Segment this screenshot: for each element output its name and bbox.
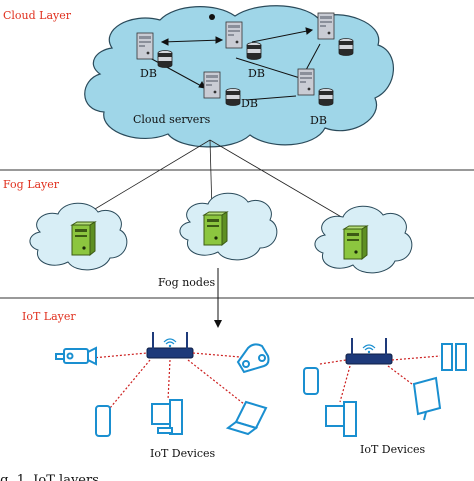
cloud-server-1: DB — [136, 32, 173, 80]
db-label: DB — [140, 67, 157, 80]
fog-cloud-middle — [179, 192, 278, 261]
iot-devices-caption-left: IoT Devices — [150, 447, 216, 460]
desktop-icon — [325, 401, 357, 437]
fog-nodes-caption: Fog nodes — [158, 276, 215, 289]
cloud-junction-dot — [209, 14, 215, 20]
wifi-links-right — [319, 355, 441, 403]
db-label: DB — [241, 97, 258, 110]
car-icon — [236, 343, 270, 374]
iot-layer-label: IoT Layer — [22, 310, 76, 323]
fog-server-middle — [203, 211, 228, 246]
phone-icon — [95, 405, 111, 437]
cloud-server-4: DB — [203, 71, 258, 110]
iot-devices-caption-right: IoT Devices — [360, 443, 426, 456]
cloud-server-links — [149, 27, 321, 101]
phone-icon — [303, 367, 319, 395]
laptop-icon — [225, 400, 268, 436]
monitor-icon — [412, 376, 442, 421]
gate-icon — [441, 343, 467, 371]
cloud-server-5: DB — [297, 68, 334, 127]
cloud-server-2: DB — [225, 21, 265, 80]
router-right — [345, 337, 393, 365]
fog-to-iot-arrowhead — [214, 320, 222, 328]
fog-layer-label: Fog Layer — [3, 178, 60, 191]
camera-icon — [55, 346, 97, 366]
cloud-shape — [84, 5, 394, 148]
cloud-layer-label: Cloud Layer — [3, 9, 72, 22]
figure-caption: ig. 1. IoT layers — [0, 473, 99, 481]
router-left — [146, 331, 194, 359]
db-label: DB — [310, 114, 327, 127]
db-label: DB — [248, 67, 265, 80]
desktop-icon — [151, 399, 183, 435]
wifi-links-left — [91, 352, 245, 409]
fog-server-right — [343, 225, 368, 260]
cloud-servers-caption: Cloud servers — [133, 113, 211, 126]
fog-server-left — [71, 221, 96, 256]
